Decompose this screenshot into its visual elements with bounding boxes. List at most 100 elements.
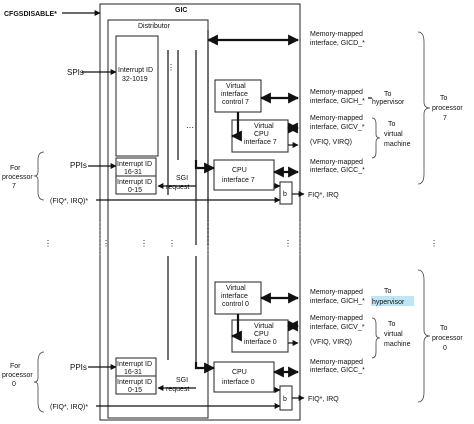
b7-label: b (283, 191, 287, 198)
fiq-out7-label: FIQ*, IRQ (308, 192, 339, 199)
ppi7-label-1: Interrupt ID (117, 161, 152, 168)
vcpu0-label-2: CPU (254, 331, 269, 338)
vcpu0-label-3: interface 0 (244, 339, 277, 346)
gich0-label-2: interface, GICH_* (310, 298, 365, 305)
dist-to-cpu7 (194, 160, 216, 174)
sgi0-label-2: 0-15 (128, 387, 142, 394)
for-proc0-brace (33, 351, 45, 413)
mid-dots-7: ⋮ (430, 239, 438, 248)
for-proc7-2: processor (2, 174, 33, 181)
to-proc0-3: 0 (443, 345, 447, 352)
vic7-label-2: interface (221, 91, 248, 98)
vic0-label-1: Virtual (226, 285, 246, 292)
gicv7-label-3: (VFIQ, VIRQ) (310, 139, 352, 146)
proc7-brace (417, 31, 431, 185)
to-hyp7-1: To (384, 91, 392, 98)
fiq-in7-label: (FIQ*, IRQ)* (50, 198, 88, 205)
cpu0-label-2: interface 0 (222, 379, 255, 386)
to-proc0-1: To (440, 325, 448, 332)
vcpu7-label-3: interface 7 (244, 139, 277, 146)
vm0-brace (371, 317, 381, 359)
mid-dots-5: ⋮ (204, 239, 212, 248)
ppi0-label-2: 16-31 (124, 369, 142, 376)
for-proc0-1: For (10, 363, 21, 370)
spi-id-label-2: 32-1019 (122, 76, 148, 83)
spis-label: SPIs (67, 68, 84, 77)
to-vm7-2: virtual (384, 131, 403, 138)
for-proc0-2: processor (2, 372, 33, 379)
vic0-label-2: interface (221, 293, 248, 300)
vm7-brace (371, 117, 381, 159)
sgi-req7-2: request (166, 184, 189, 191)
vic0-label-3: control 0 (222, 301, 249, 308)
vic7-to-vcpu7 (230, 112, 242, 142)
mid-dots-3: ⋮ (140, 239, 148, 248)
cpu7-label-2: interface 7 (222, 177, 255, 184)
gicv0-label-1: Memory-mapped (310, 315, 363, 322)
sgi-req0-1: SGI (176, 377, 188, 384)
ppi0-label-1: Interrupt ID (117, 361, 152, 368)
to-proc0-2: processor (432, 335, 463, 342)
b0-label: b (283, 396, 287, 403)
sgi7-box (115, 175, 157, 195)
vcpu0-label-1: Virtual (254, 323, 274, 330)
sgi7-label-1: Interrupt ID (117, 179, 152, 186)
gicc7-label-1: Memory-mapped (310, 159, 363, 166)
to-hyp0-highlight (371, 296, 414, 306)
vcpu7-label-2: CPU (254, 131, 269, 138)
to-vm0-1: To (388, 321, 396, 328)
gicv0-label-3: (VFIQ, VIRQ) (310, 339, 352, 346)
spi-dots-2: ⋯ (186, 123, 194, 132)
to-hyp7-2: hypervisor (372, 99, 405, 106)
cpu0-box (213, 361, 275, 393)
mid-dots-1: ⋮ (44, 239, 52, 248)
ppi7-label-2: 16-31 (124, 169, 142, 176)
cpu7-label-1: CPU (232, 167, 247, 174)
to-vm7-1: To (388, 121, 396, 128)
fiq-in0-label: (FIQ*, IRQ)* (50, 404, 88, 411)
vic7-label-3: control 7 (222, 99, 249, 106)
sgi-req0-2: request (166, 386, 189, 393)
sgi0-box (115, 375, 157, 395)
to-hyp0-1: To (384, 288, 392, 295)
to-proc7-3: 7 (443, 115, 447, 122)
to-vm0-3: machine (384, 341, 411, 348)
gicc7-label-2: interface, GICC_* (310, 167, 365, 174)
gich7-label-1: Memory-mapped (310, 89, 363, 96)
gicd-label-1: Memory-mapped (310, 31, 363, 38)
vic7-label-1: Virtual (226, 83, 246, 90)
vcpu7-label-1: Virtual (254, 123, 274, 130)
cfgsdisable-label: CFGSDISABLE* (4, 11, 57, 18)
distributor-label: Distributor (138, 23, 171, 30)
to-vm0-2: virtual (384, 331, 403, 338)
cpu7-box (213, 159, 275, 191)
fiq-out0-label: FIQ*, IRQ (308, 396, 339, 403)
mid-dots-4: ⋮ (168, 239, 176, 248)
mid-dots-2: ⋮ (102, 239, 110, 248)
dist-to-cpu0 (194, 362, 216, 374)
cpu0-label-1: CPU (232, 369, 247, 376)
for-proc7-3: 7 (12, 183, 16, 190)
for-proc7-1: For (10, 165, 21, 172)
for-proc7-brace (33, 151, 45, 201)
gich0-label-1: Memory-mapped (310, 289, 363, 296)
to-hyp0-2: hypervisor (372, 299, 405, 306)
to-vm7-3: machine (384, 141, 411, 148)
to-proc7-1: To (440, 95, 448, 102)
gicv7-label-2: interface, GICV_* (310, 124, 365, 131)
spi-id-label-1: Interrupt ID (118, 67, 153, 74)
gicc0-label-2: interface, GICC_* (310, 367, 365, 374)
sgi-req7-1: SGI (176, 175, 188, 182)
gicv0-label-2: interface, GICV_* (310, 324, 365, 331)
sgi7-label-2: 0-15 (128, 187, 142, 194)
gich7-label-2: interface, GICH_* (310, 98, 365, 105)
gic-title: GIC (175, 7, 187, 14)
ppis0-label: PPIs (70, 363, 87, 372)
gicc0-label-1: Memory-mapped (310, 359, 363, 366)
to-proc7-2: processor (432, 105, 463, 112)
spi-id-box (115, 35, 159, 157)
proc0-brace (417, 269, 431, 403)
b7-box (279, 181, 293, 205)
vic0-to-vcpu0 (230, 314, 242, 342)
